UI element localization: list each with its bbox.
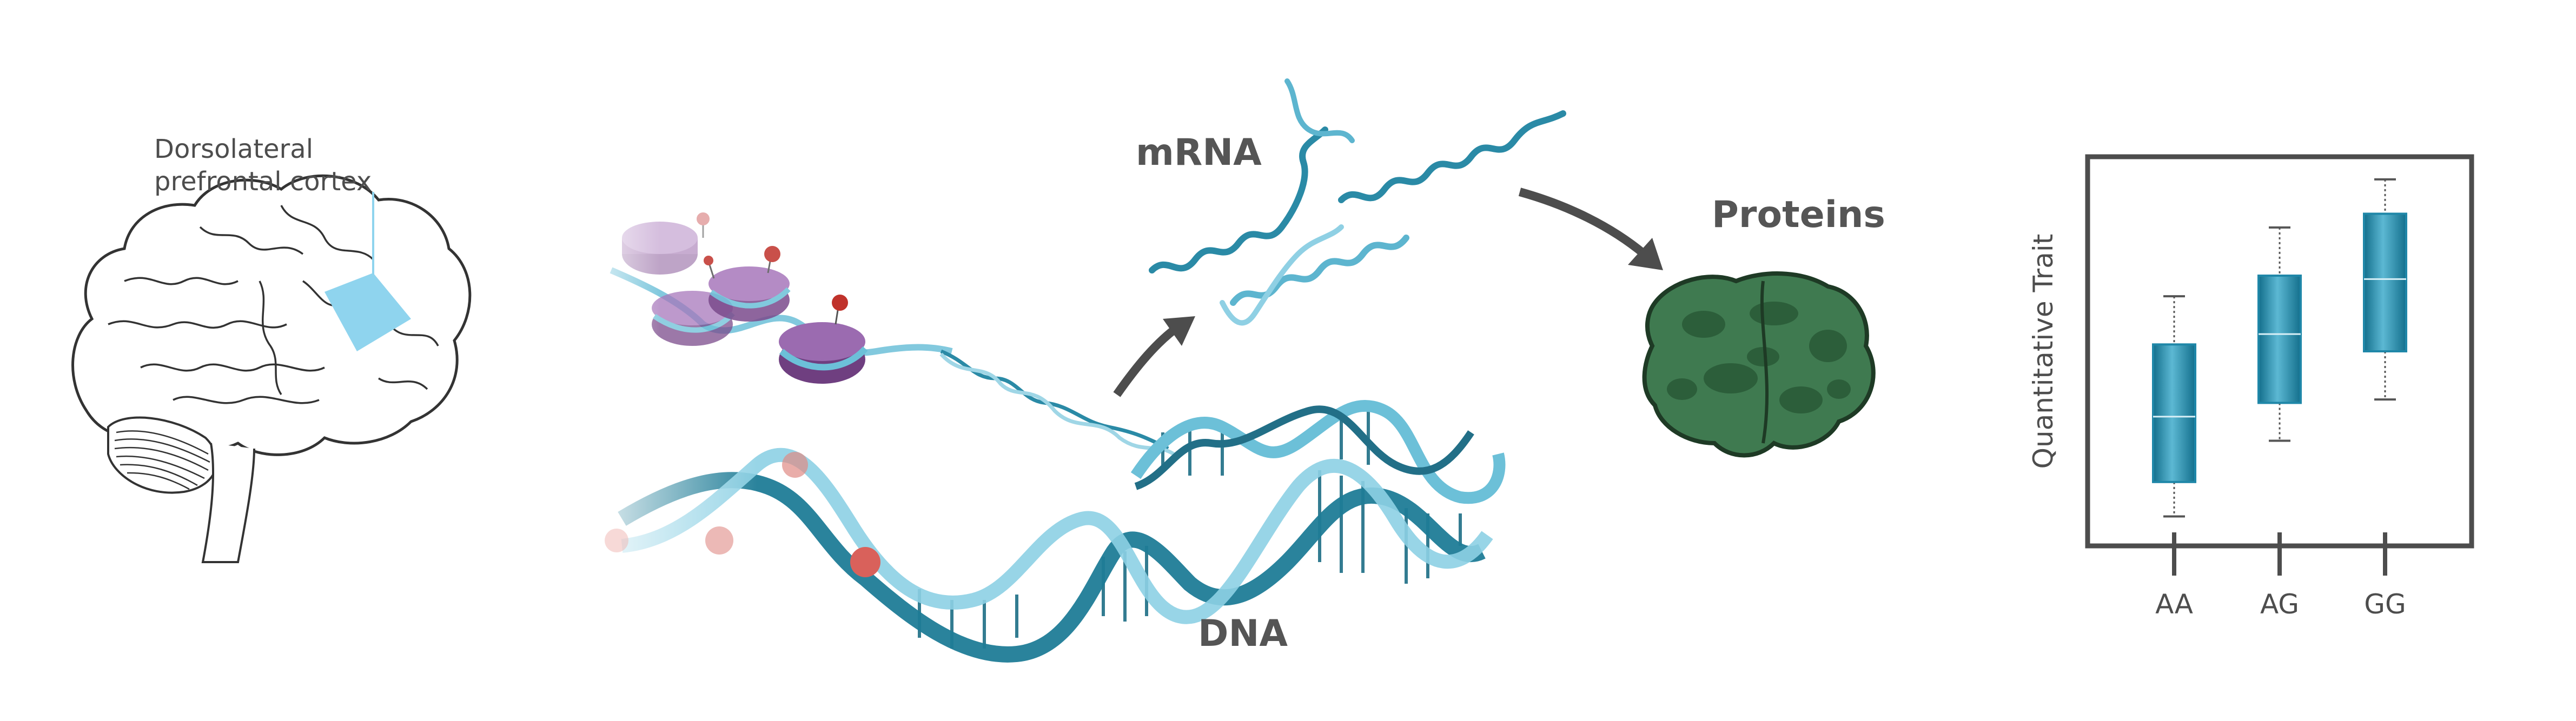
mrna-strand-5 — [1284, 78, 1355, 143]
dlpfc-region — [325, 273, 411, 351]
unwinding-dna — [939, 349, 1175, 456]
proteins-label: Proteins — [1712, 193, 1885, 236]
box-gg — [2363, 212, 2407, 353]
dna-backbone-front — [618, 472, 1486, 663]
mrna-strand-1 — [1149, 126, 1328, 273]
nucleosome-3 — [704, 246, 791, 322]
x-tick-label-gg: GG — [2364, 589, 2406, 620]
region-label-line1: Dorsolateral — [154, 134, 313, 164]
dna-upper-loop-dark — [1134, 405, 1474, 490]
dna-helix: DNA — [568, 399, 1506, 663]
mrna-strands — [1149, 78, 1566, 326]
arrow-dna-to-mrna — [1113, 316, 1195, 397]
x-tick-label-ag: AG — [2260, 589, 2299, 620]
methyl-group — [705, 526, 733, 555]
methyl-group — [605, 529, 628, 552]
mrna-strand-4 — [1220, 224, 1344, 326]
dna-upper-loop — [1130, 399, 1506, 504]
brainstem — [201, 443, 255, 563]
y-axis-label: Quantitative Trait — [2028, 234, 2059, 469]
protein-texture — [1667, 302, 1851, 413]
mrna-label: mRNA — [1136, 131, 1262, 174]
brain-illustration: Dorsolateral prefrontal cortex — [71, 134, 472, 563]
protein-blob — [1642, 271, 1876, 458]
x-tick-label-aa: AA — [2155, 589, 2193, 620]
mrna-strand-2 — [1230, 235, 1409, 306]
arrow-mrna-to-proteins — [1518, 188, 1663, 270]
chromatin — [568, 205, 953, 443]
brain-outline — [71, 174, 472, 456]
mrna-strand-3 — [1338, 110, 1566, 203]
box-plot-chart: Quantitative Trait AA AG GG — [2028, 154, 2474, 620]
methyl-group — [782, 452, 808, 478]
cerebellum-folia — [114, 430, 210, 490]
dna-label: DNA — [1198, 612, 1288, 655]
box-aa — [2152, 343, 2196, 483]
nucleosome-4 — [779, 295, 868, 384]
methyl-group — [850, 547, 880, 577]
region-label-line2: prefrontal cortex — [154, 166, 372, 197]
box-ag — [2257, 275, 2302, 404]
